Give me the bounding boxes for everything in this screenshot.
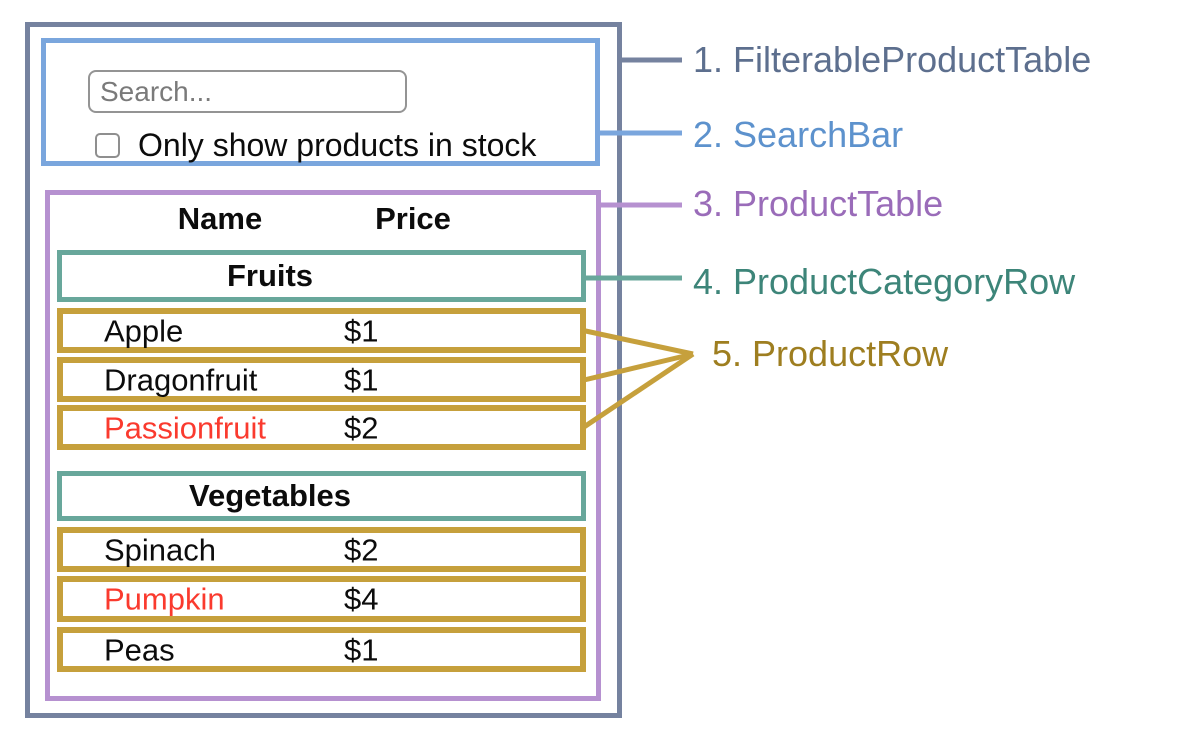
product-category-row-vegetables: Vegetables <box>57 471 586 521</box>
product-price: $1 <box>344 313 379 348</box>
product-price: $2 <box>344 532 379 567</box>
category-label: Vegetables <box>189 478 351 513</box>
product-row-peas: Peas $1 <box>57 627 586 672</box>
in-stock-checkbox-label: Only show products in stock <box>138 127 537 163</box>
column-header-name: Name <box>177 201 263 236</box>
product-row-apple: Apple $1 <box>57 308 586 353</box>
searchbar-outline <box>41 38 600 166</box>
product-row-spinach: Spinach $2 <box>57 527 586 572</box>
product-category-row-fruits: Fruits <box>57 250 586 302</box>
product-name: Spinach <box>104 532 217 567</box>
product-row-dragonfruit: Dragonfruit $1 <box>57 357 586 402</box>
legend-label-product-table: 3. ProductTable <box>693 183 944 224</box>
product-row-pumpkin: Pumpkin $4 <box>57 576 586 622</box>
legend-label-search-bar: 2. SearchBar <box>693 114 904 155</box>
table-header-row: Name Price <box>57 198 586 240</box>
legend-label-product-category-row: 4. ProductCategoryRow <box>693 261 1076 302</box>
product-name: Pumpkin <box>104 581 225 617</box>
legend-label-filterable-product-table: 1. FilterableProductTable <box>693 39 1092 80</box>
product-price: $1 <box>344 362 379 397</box>
product-name: Apple <box>104 313 184 348</box>
search-input[interactable] <box>88 70 407 113</box>
product-price: $2 <box>344 410 379 445</box>
product-table-outline <box>45 190 601 701</box>
product-name: Dragonfruit <box>104 362 258 397</box>
category-label: Fruits <box>226 258 314 293</box>
in-stock-checkbox[interactable] <box>95 132 120 158</box>
legend-label-product-row: 5. ProductRow <box>712 333 949 374</box>
product-row-passionfruit: Passionfruit $2 <box>57 405 586 450</box>
column-header-price: Price <box>375 201 451 236</box>
in-stock-filter-row[interactable]: Only show products in stock <box>95 128 536 162</box>
product-name: Passionfruit <box>104 410 266 445</box>
product-price: $4 <box>344 581 379 617</box>
product-name: Peas <box>104 632 175 667</box>
product-price: $1 <box>344 632 379 667</box>
